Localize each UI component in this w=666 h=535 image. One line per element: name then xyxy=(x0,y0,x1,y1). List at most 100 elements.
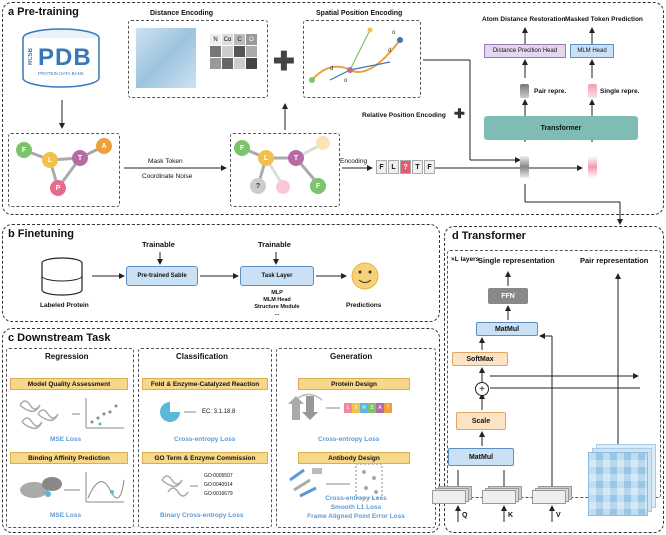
distance-matrix xyxy=(136,28,196,88)
seq-out-token: K xyxy=(352,403,360,413)
pretraining-panel xyxy=(2,2,664,215)
dist-token-grid: N Cα C O xyxy=(210,34,257,69)
node-t: T xyxy=(72,150,88,166)
dist-token: N xyxy=(210,34,221,45)
single-repre-bar xyxy=(588,84,597,98)
binary-ce-loss: Binary Cross-entropy Loss xyxy=(160,512,244,519)
pair-rep-label: Pair representation xyxy=(580,256,649,265)
layers-label: ×L layers xyxy=(451,256,480,263)
relative-position-label: Relative Position Encoding xyxy=(362,112,446,119)
distance-encoding-title: Distance Encoding xyxy=(150,10,214,17)
ffn-box: FFN xyxy=(488,288,528,304)
single-repre-label: Single repre. xyxy=(600,88,640,95)
mse-loss-2: MSE Loss xyxy=(50,512,82,519)
go-term: GO:0040914 xyxy=(204,482,233,488)
svg-text:d: d xyxy=(330,66,333,72)
matmul-bottom-box: MatMul xyxy=(448,448,514,466)
pdb-logo: RCSB PDB PROTEIN DATA BANK xyxy=(16,26,106,92)
v-label: V xyxy=(556,512,561,519)
pdb-subtitle: PROTEIN DATA BANK xyxy=(38,71,84,76)
seq-token-mask: ? xyxy=(400,160,411,174)
go-header: GO Term & Enzyme Commission xyxy=(142,452,268,464)
masked-graph-box xyxy=(230,133,340,207)
dist-token: C xyxy=(234,34,245,45)
v-stack xyxy=(532,486,572,506)
mnode-l: L xyxy=(258,150,274,166)
mnode-mask: ? xyxy=(250,178,266,194)
mse-loss-1: MSE Loss xyxy=(50,436,82,443)
mnode-faded-a xyxy=(316,136,330,150)
task-item: MLM Head xyxy=(263,297,291,303)
distance-encoding-box xyxy=(128,20,268,98)
finetuning-title: b Finetuning xyxy=(8,228,74,240)
coordinate-noise-label: Coordinate Noise xyxy=(142,173,193,180)
pair-representation-cube xyxy=(588,444,658,518)
token-sequence: F L ? T F xyxy=(376,160,435,174)
antibody-losses: Cross-entropy Loss Smooth L1 Loss Frame … xyxy=(278,494,434,521)
seq-out-token: R xyxy=(360,403,368,413)
seq-token: T xyxy=(412,160,423,174)
trainable-label-2: Trainable xyxy=(258,240,291,249)
downstream-title: c Downstream Task xyxy=(8,332,111,344)
fape-loss: Frame Aligned Point Error Loss xyxy=(307,513,405,520)
svg-text:o: o xyxy=(392,30,396,36)
mnode-faded-p xyxy=(276,180,290,194)
classification-title: Classification xyxy=(176,352,229,361)
protein-graph-box xyxy=(8,133,120,207)
task-item: MLP xyxy=(271,290,283,296)
dist-token: Cα xyxy=(222,34,233,45)
mask-token-label: Mask Token xyxy=(148,158,183,165)
mnode-f2: F xyxy=(310,178,326,194)
seq-out-token: L xyxy=(344,403,352,413)
single-rep-label: Single representation xyxy=(478,256,555,265)
task-list: MLP MLM Head Structure Module ... xyxy=(240,290,314,318)
pretrained-sable-box: Pre-trained Sable xyxy=(126,266,198,286)
node-l: L xyxy=(42,152,58,168)
cross-entropy-loss-2: Cross-entropy Loss xyxy=(318,436,380,443)
svg-text:o: o xyxy=(344,78,348,84)
plus-icon: ✚ xyxy=(273,46,295,76)
ce-loss-3: Cross-entropy Loss xyxy=(325,495,387,502)
regression-box xyxy=(6,348,134,528)
add-node: + xyxy=(475,382,489,396)
database-icon xyxy=(22,28,100,88)
encoding-label: Encoding xyxy=(340,158,368,165)
downstream-panel xyxy=(2,328,440,533)
seq-out-token: S xyxy=(368,403,376,413)
seq-out-token: A xyxy=(376,403,384,413)
mnode-f: F xyxy=(234,140,250,156)
q-label: Q xyxy=(462,512,468,519)
transformer-panel xyxy=(444,226,664,533)
ec-label: EC: 3.1.18.8 xyxy=(202,409,236,415)
classification-box xyxy=(138,348,272,528)
spatial-encoding-title: Spatial Position Encoding xyxy=(316,10,403,17)
predictions-label: Predictions xyxy=(346,302,382,309)
generation-box xyxy=(276,348,436,528)
transformer-box: Transformer xyxy=(484,116,638,140)
node-f: F xyxy=(16,142,32,158)
mqa-header: Model Quality Assessment xyxy=(10,378,128,390)
dist-token: O xyxy=(246,34,257,45)
go-list: GO:0005507 GO:0040914 GO:0016679 xyxy=(204,472,233,499)
task-item: Structure Module xyxy=(254,304,300,310)
task-layer-box: Task Layer xyxy=(240,266,314,286)
matmul-top-box: MatMul xyxy=(476,322,538,336)
generation-title: Generation xyxy=(330,352,373,361)
distance-head-box: Distance Precition Head xyxy=(484,44,566,58)
seq-token: F xyxy=(424,160,435,174)
task-item: ... xyxy=(274,311,280,317)
atom-distance-label: Atom Distance Restoration xyxy=(482,16,566,23)
spatial-encoding-box xyxy=(303,20,421,98)
k-stack xyxy=(482,486,522,506)
pair-repre-bar xyxy=(520,84,529,98)
smooth-l1-loss: Smooth L1 Loss xyxy=(330,504,382,511)
cross-entropy-loss-1: Cross-entropy Loss xyxy=(174,436,236,443)
protein-design-header: Protein Design xyxy=(298,378,410,390)
scale-box: Scale xyxy=(456,412,506,430)
trainable-label-1: Trainable xyxy=(142,240,175,249)
bap-header: Binding Affinity Prediction xyxy=(10,452,128,464)
